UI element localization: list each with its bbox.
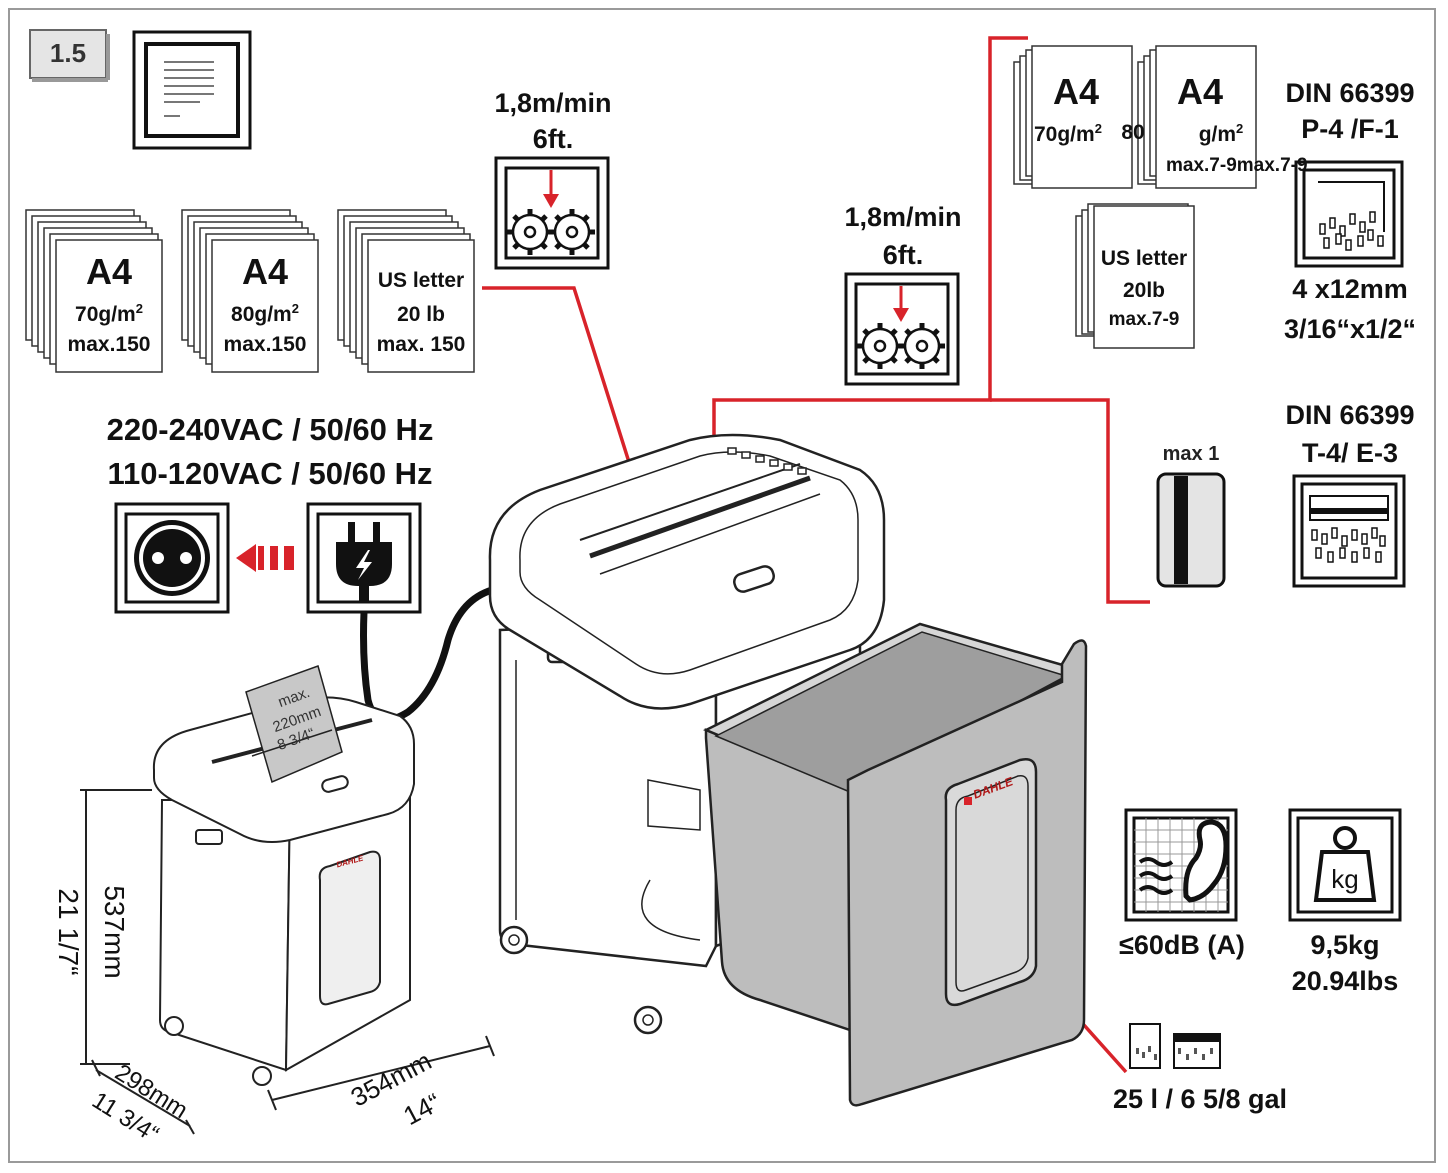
- stack-a4-80-weight-sup: 2: [291, 301, 299, 316]
- card-max-count: max 1: [1162, 443, 1220, 465]
- height-inch-label: 21 1/7“: [53, 888, 84, 976]
- manual-us-letter-weight: 20lb: [1122, 279, 1166, 302]
- insert-plug-arrow-icon: [236, 544, 294, 572]
- waste-bin-illustration: [702, 622, 1088, 1107]
- manual-a4-80-weight-value: g/m: [1198, 123, 1237, 146]
- paper-stack-a4-70-icon: [25, 209, 163, 373]
- manual-a4-70-weight: 70g/m2: [1034, 122, 1118, 145]
- document-icon: [132, 30, 252, 150]
- power-spec-line2: 110-120VAC / 50/60 Hz: [107, 456, 433, 491]
- card-security-level: T-4/ E-3: [1301, 438, 1399, 468]
- manual-a4-70-weight-value: 70g/m: [1034, 123, 1095, 146]
- manual-stack-us-letter-icon: [1075, 203, 1195, 349]
- speed-manual-rate: 1,8m/min: [844, 202, 962, 232]
- paper-cut-size-metric: 4 x12mm: [1292, 274, 1408, 304]
- stack-a4-80-max: max.150: [223, 333, 307, 356]
- paper-security-level: P-4 /F-1: [1301, 114, 1399, 144]
- manual-a4-80-number: 80: [1121, 121, 1145, 144]
- power-spec-line1: 220-240VAC / 50/60 Hz: [106, 412, 434, 447]
- paper-cut-size-imperial: 3/16“x1/2“: [1283, 314, 1417, 344]
- manual-a4-80-size: A4: [1176, 71, 1224, 112]
- power-socket-icon: [114, 502, 230, 614]
- speed-manual-gear-icon: [844, 272, 960, 386]
- stack-a4-70-weight-sup: 2: [135, 301, 143, 316]
- speed-main-feet: 6ft.: [532, 124, 574, 154]
- weight-icon-label: kg: [1331, 864, 1359, 894]
- noise-level-label: ≤60dB (A): [1119, 930, 1245, 960]
- speed-manual-feet: 6ft.: [882, 240, 924, 270]
- figure-number-badge: [29, 29, 110, 82]
- stack-a4-80-size: A4: [241, 251, 289, 292]
- particle-cut-paper-icon: [1294, 160, 1404, 268]
- card-din-standard: DIN 66399: [1285, 400, 1415, 430]
- noise-level-ear-icon: [1124, 808, 1238, 922]
- manual-stack-a4-70-icon: [1013, 45, 1133, 189]
- stack-a4-70-max: max.150: [67, 333, 151, 356]
- manual-a4-80-weight-sup: 2: [1236, 121, 1244, 136]
- weight-kg-icon: [1288, 808, 1402, 922]
- stack-a4-80-weight-value: 80g/m: [231, 303, 292, 326]
- dimension-lines: [80, 789, 495, 1135]
- manual-a4-70-weight-sup: 2: [1094, 121, 1102, 136]
- small-shredder-illustration: [152, 665, 415, 1086]
- manual-a4-70-size: A4: [1052, 71, 1100, 112]
- manual-max-combined: max.7-9max.7-9: [1166, 155, 1308, 176]
- paper-din-standard: DIN 66399: [1285, 78, 1415, 108]
- figure-frame: [8, 8, 1436, 1163]
- weight-kg-label: 9,5kg: [1310, 930, 1380, 960]
- stack-a4-80-weight: 80g/m2: [212, 302, 318, 325]
- card-cut-icon: [1292, 474, 1406, 588]
- stack-a4-70-weight-value: 70g/m: [75, 303, 136, 326]
- paper-stack-us-letter-icon: [337, 209, 475, 373]
- power-cord: [360, 586, 494, 724]
- weight-lbs-label: 20.94lbs: [1291, 966, 1399, 996]
- power-plug-icon: [306, 502, 422, 614]
- figure-number: 1.5: [49, 38, 87, 68]
- bin-volume-label: 25 l / 6 5/8 gal: [1112, 1084, 1288, 1114]
- stack-a4-70-size: A4: [85, 251, 133, 292]
- manual-stack-a4-80-icon: [1137, 45, 1257, 189]
- stack-us-letter-max: max. 150: [376, 333, 466, 356]
- height-mm-label: 537mm: [99, 885, 130, 979]
- manual-us-letter-max: max.7-9: [1108, 309, 1180, 330]
- speed-main-rate: 1,8m/min: [494, 88, 612, 118]
- credit-card-icon: [1156, 472, 1226, 588]
- speed-main-gear-icon: [494, 156, 610, 270]
- manual-a4-80-weight: g/m2: [1186, 122, 1256, 145]
- stack-us-letter-size: US letter: [377, 269, 465, 292]
- paper-stack-a4-80-icon: [181, 209, 319, 373]
- manual-us-letter-size: US letter: [1100, 247, 1188, 270]
- stack-a4-70-weight: 70g/m2: [56, 302, 162, 325]
- bin-volume-icons: [1129, 1023, 1221, 1069]
- stack-us-letter-weight: 20 lb: [397, 303, 445, 326]
